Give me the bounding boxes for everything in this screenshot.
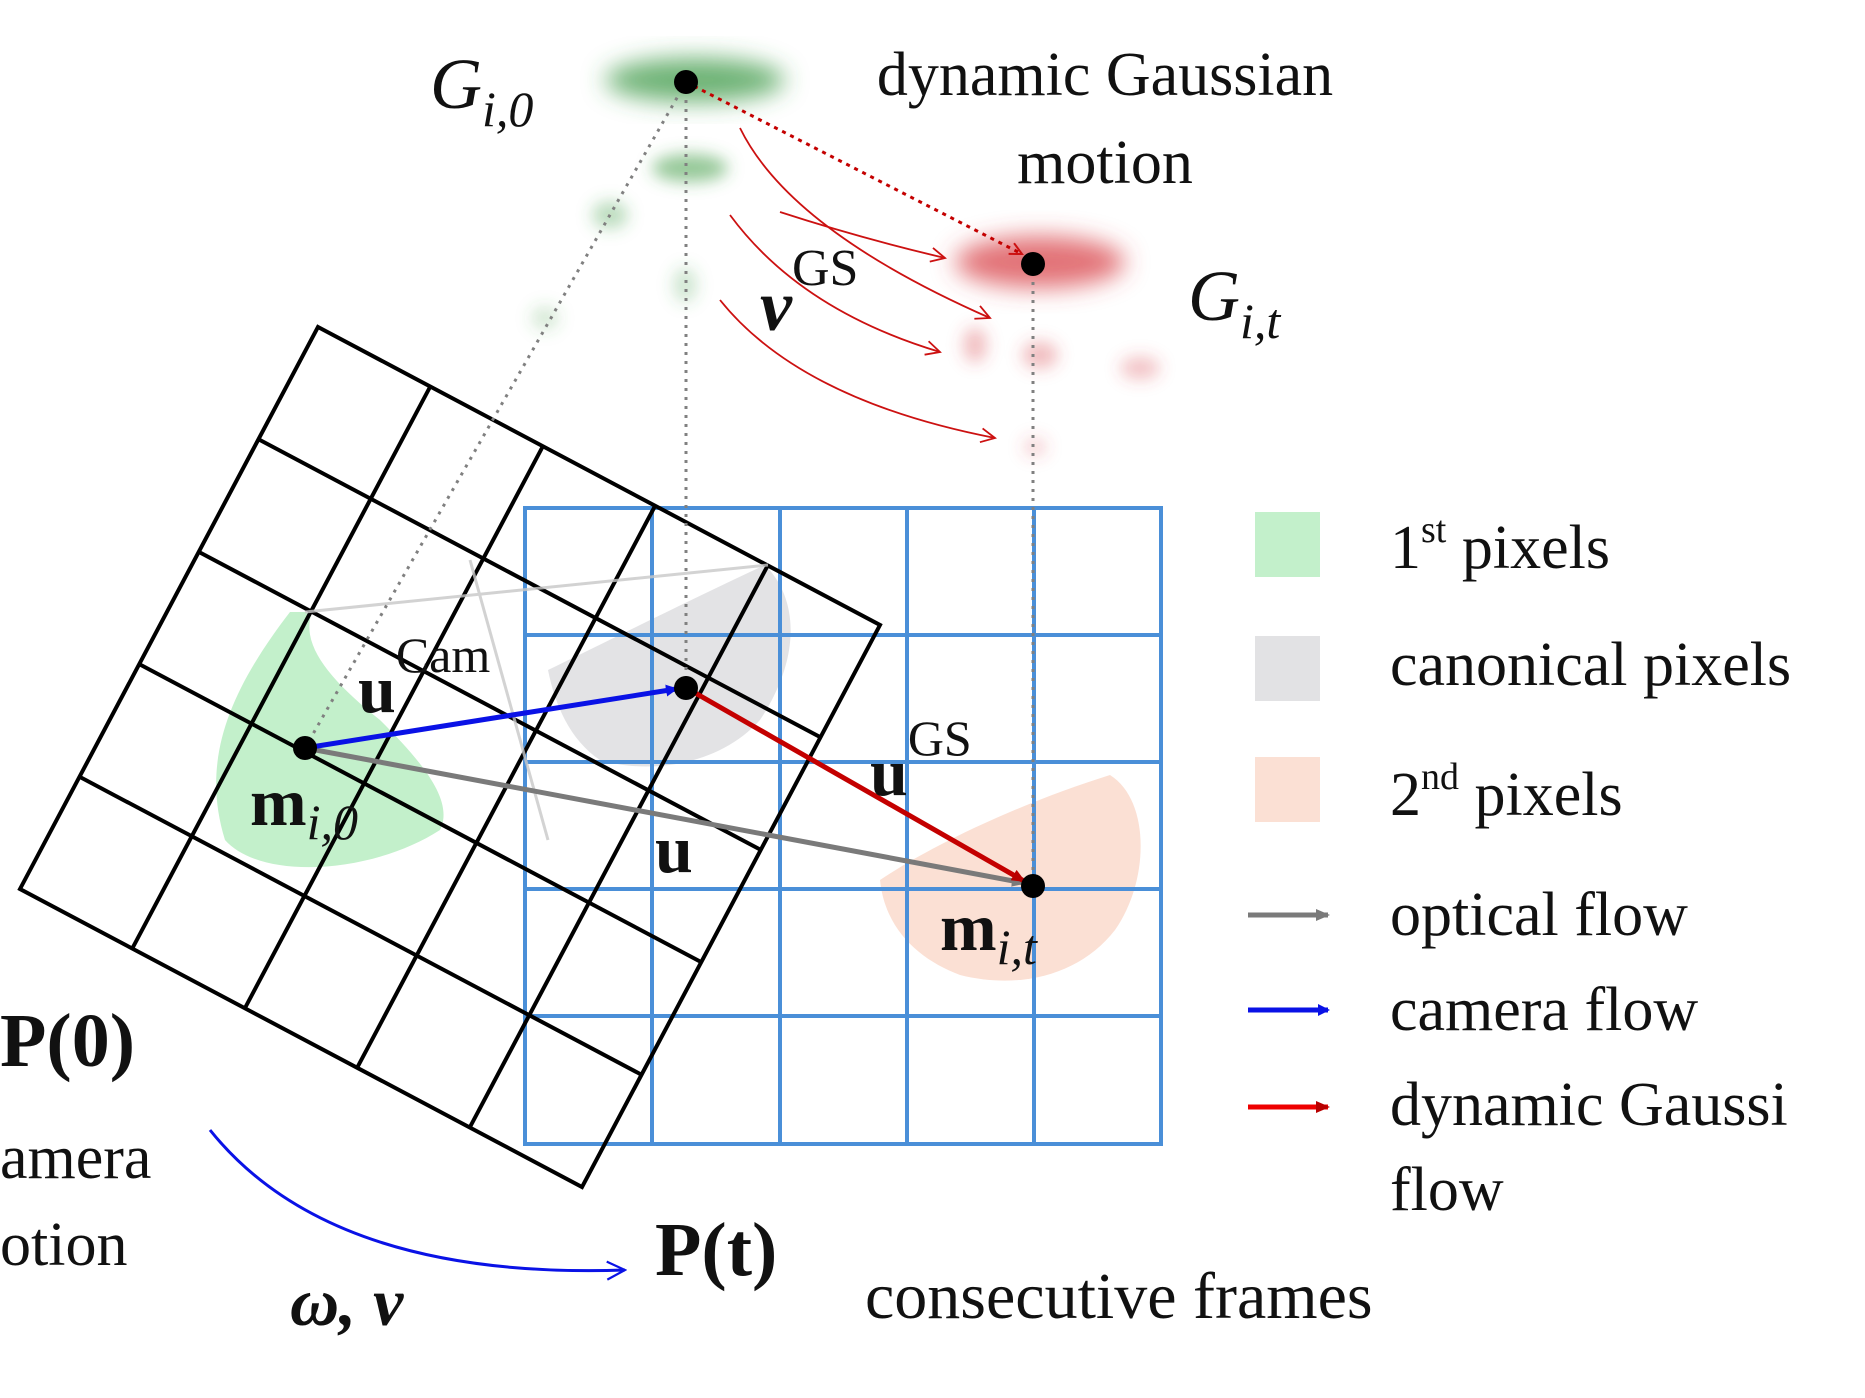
label-gaussian-velocity: vGS (760, 240, 858, 346)
label-pixel-end: mi,t (940, 889, 1038, 975)
legend-swatch-second-pixels (1255, 757, 1320, 822)
caption-frames: consecutive frames (865, 1260, 1373, 1333)
legend-label-gaussian-flow: dynamic Gaussi (1390, 1071, 1788, 1139)
label-camera-motion-line1: amera (0, 1124, 151, 1192)
legend-label-camera-flow: camera flow (1390, 976, 1698, 1044)
legend-label-canonical-pixels: canonical pixels (1390, 631, 1791, 699)
legend: 1st pixels canonical pixels 2nd pixels o… (1248, 509, 1791, 1224)
camera-flow-arrow (304, 684, 678, 751)
legend-label-second-pixels: 2nd pixels (1390, 756, 1623, 829)
gaussian-trail-green (531, 154, 728, 330)
label-gaussian-flow: uGS (870, 710, 972, 810)
camera-motion-curve (208, 1129, 625, 1271)
label-camera-velocity: ω, v (290, 1264, 404, 1340)
frame-0-grid (17, 324, 883, 1190)
gaussian-motion-arrows (719, 127, 995, 438)
gaussian-flow-arrow (688, 687, 1026, 884)
label-optical-flow: u (655, 811, 693, 887)
title-gaussian-motion-line1: dynamic Gaussian (877, 41, 1333, 109)
legend-label-gaussian-flow-line2: flow (1390, 1156, 1504, 1224)
legend-swatch-canonical-pixels (1255, 636, 1320, 701)
label-pixel-start: mi,0 (250, 764, 358, 850)
point-gaussian-start (674, 70, 698, 94)
legend-label-first-pixels: 1st pixels (1390, 509, 1610, 582)
gaussian-trail-red (963, 327, 1160, 457)
optical-flow-arrow (304, 745, 1026, 887)
point-canonical (674, 676, 698, 700)
label-pose-end: P(t) (655, 1208, 777, 1292)
projection-lines (303, 81, 1035, 885)
title-gaussian-motion-line2: motion (1017, 129, 1193, 197)
label-camera-motion-line2: otion (0, 1211, 127, 1279)
point-pixel-start (293, 736, 317, 760)
label-gaussian-end: Gi,t (1188, 256, 1281, 349)
point-pixel-end (1021, 874, 1045, 898)
point-gaussian-end (1021, 252, 1045, 276)
legend-label-optical-flow: optical flow (1390, 881, 1688, 949)
legend-swatch-first-pixels (1255, 512, 1320, 577)
region-canonical-pixels (548, 565, 791, 767)
region-first-pixels (216, 612, 444, 868)
region-second-pixels (880, 775, 1141, 981)
label-gaussian-start: Gi,0 (430, 44, 533, 137)
label-camera-flow: uCam (358, 627, 490, 727)
label-pose-start: P(0) (0, 999, 135, 1083)
